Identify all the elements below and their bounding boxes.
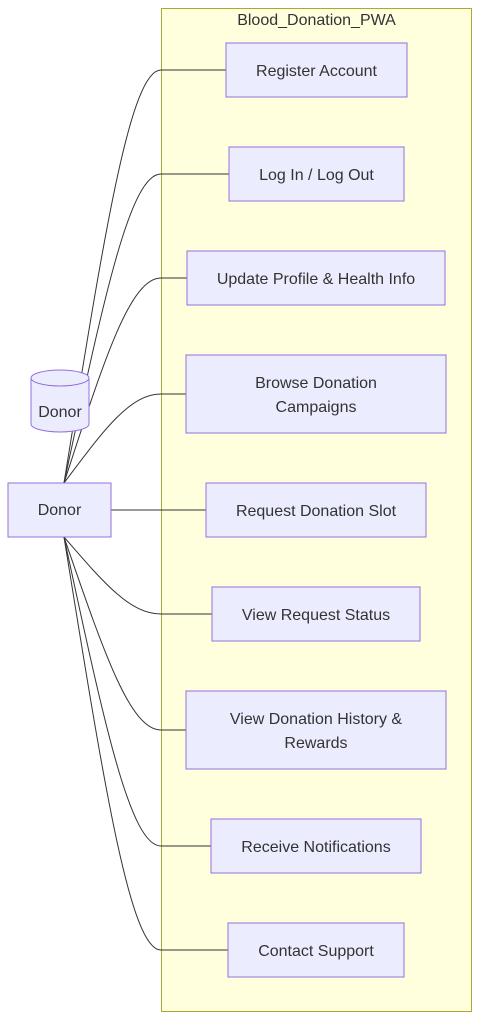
use-case-receive-notifications: Receive Notifications: [210, 818, 422, 874]
donor-database-label: Donor: [38, 404, 82, 421]
system-title: Blood_Donation_PWA: [237, 12, 396, 29]
use-case-label: Contact Support: [258, 943, 374, 960]
use-case-box: [228, 146, 405, 202]
association-line: [63, 277, 187, 484]
use-case-view-history-rewards: View Donation History & Rewards: [185, 690, 447, 770]
donor-actor-label: Donor: [38, 502, 82, 519]
use-case-update-profile: Update Profile & Health Info: [186, 250, 446, 306]
use-case-contact-support: Contact Support: [227, 922, 405, 978]
donor-database-node: Donor: [30, 369, 90, 433]
use-case-box: [227, 922, 405, 978]
use-case-log-in-log-out: Log In / Log Out: [228, 146, 405, 202]
use-case-register-account: Register Account: [225, 42, 408, 98]
use-case-box: [205, 482, 427, 538]
association-line: [63, 536, 186, 731]
use-case-label: Browse Donation: [255, 375, 377, 392]
association-line: [63, 536, 228, 951]
association-line: [63, 536, 211, 847]
use-case-box: [185, 354, 447, 434]
use-case-box: [210, 818, 422, 874]
use-case-label: Request Donation Slot: [236, 503, 397, 520]
use-case-box: [225, 42, 408, 98]
donor-actor-node: Donor: [7, 482, 112, 538]
use-case-label: Register Account: [256, 63, 378, 80]
use-case-view-request-status: View Request Status: [211, 586, 421, 642]
use-case-box: [186, 250, 446, 306]
use-case-label: Log In / Log Out: [259, 167, 374, 184]
use-case-label: Receive Notifications: [241, 839, 390, 856]
association-line: [63, 536, 212, 615]
use-case-box: [211, 586, 421, 642]
use-case-label: View Donation History &: [230, 711, 403, 728]
use-case-request-slot: Request Donation Slot: [205, 482, 427, 538]
use-case-label: Rewards: [284, 735, 347, 752]
association-line: [63, 393, 186, 484]
use-case-label: Update Profile & Health Info: [217, 271, 415, 288]
use-case-label: Campaigns: [276, 399, 357, 416]
use-case-box: [185, 690, 447, 770]
use-case-label: View Request Status: [242, 607, 390, 624]
